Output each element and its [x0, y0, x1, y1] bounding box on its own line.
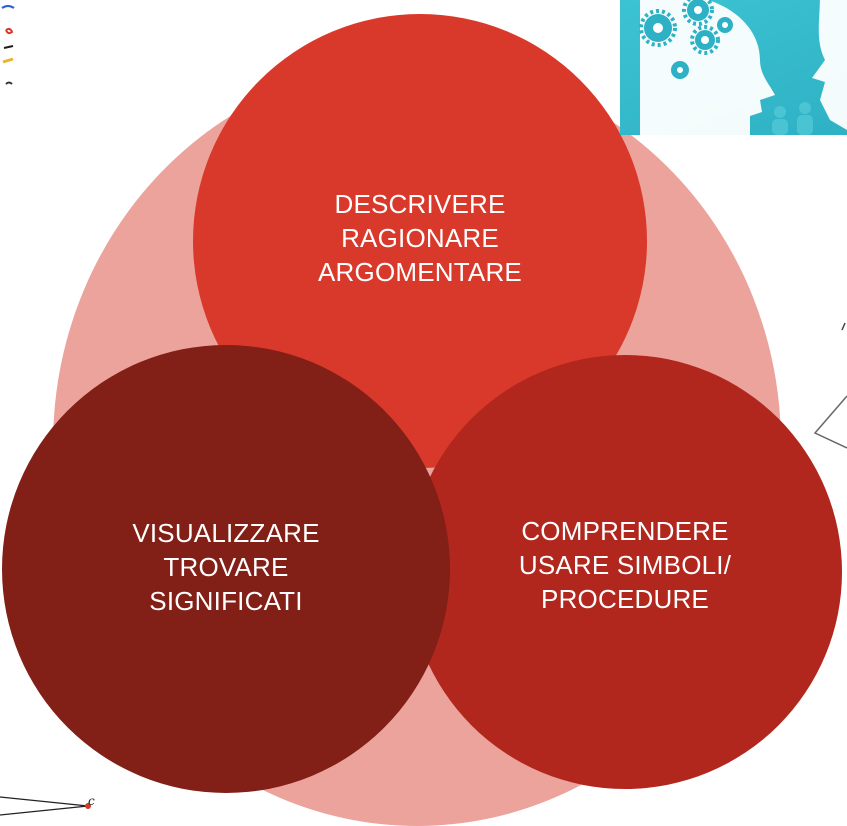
colored-scribbles-icon	[1, 5, 15, 85]
circle-visualize-meanings: VISUALIZZARE TROVARE SIGNIFICATI	[2, 345, 450, 793]
circle-left-line-1: VISUALIZZARE	[132, 518, 320, 548]
point-label: c	[88, 794, 95, 808]
circle-top-line-3: ARGOMENTARE	[318, 256, 522, 287]
brain-gears-icon	[620, 0, 847, 135]
circle-top-line-2: RAGIONARE	[341, 222, 499, 253]
geometry-figure-icon	[0, 796, 91, 816]
circle-understand-symbols: COMPRENDERE USARE SIMBOLI/ PROCEDURE	[408, 355, 842, 789]
circle-right-line-3: PROCEDURE	[541, 583, 709, 614]
circle-top-line-1: DESCRIVERE	[334, 189, 506, 219]
circle-right-line-2: USARE SIMBOLI/	[518, 549, 732, 580]
circle-right-label: COMPRENDERE USARE SIMBOLI/ PROCEDURE	[408, 515, 842, 616]
circle-left-line-2: TROVARE	[163, 551, 289, 582]
speech-bubble-icon	[813, 322, 847, 449]
circle-top-label: DESCRIVERE RAGIONARE ARGOMENTARE	[193, 188, 647, 289]
circle-left-label: VISUALIZZARE TROVARE SIGNIFICATI	[2, 517, 450, 618]
circle-left-line-3: SIGNIFICATI	[149, 585, 303, 616]
circle-right-line-1: COMPRENDERE	[521, 516, 729, 546]
